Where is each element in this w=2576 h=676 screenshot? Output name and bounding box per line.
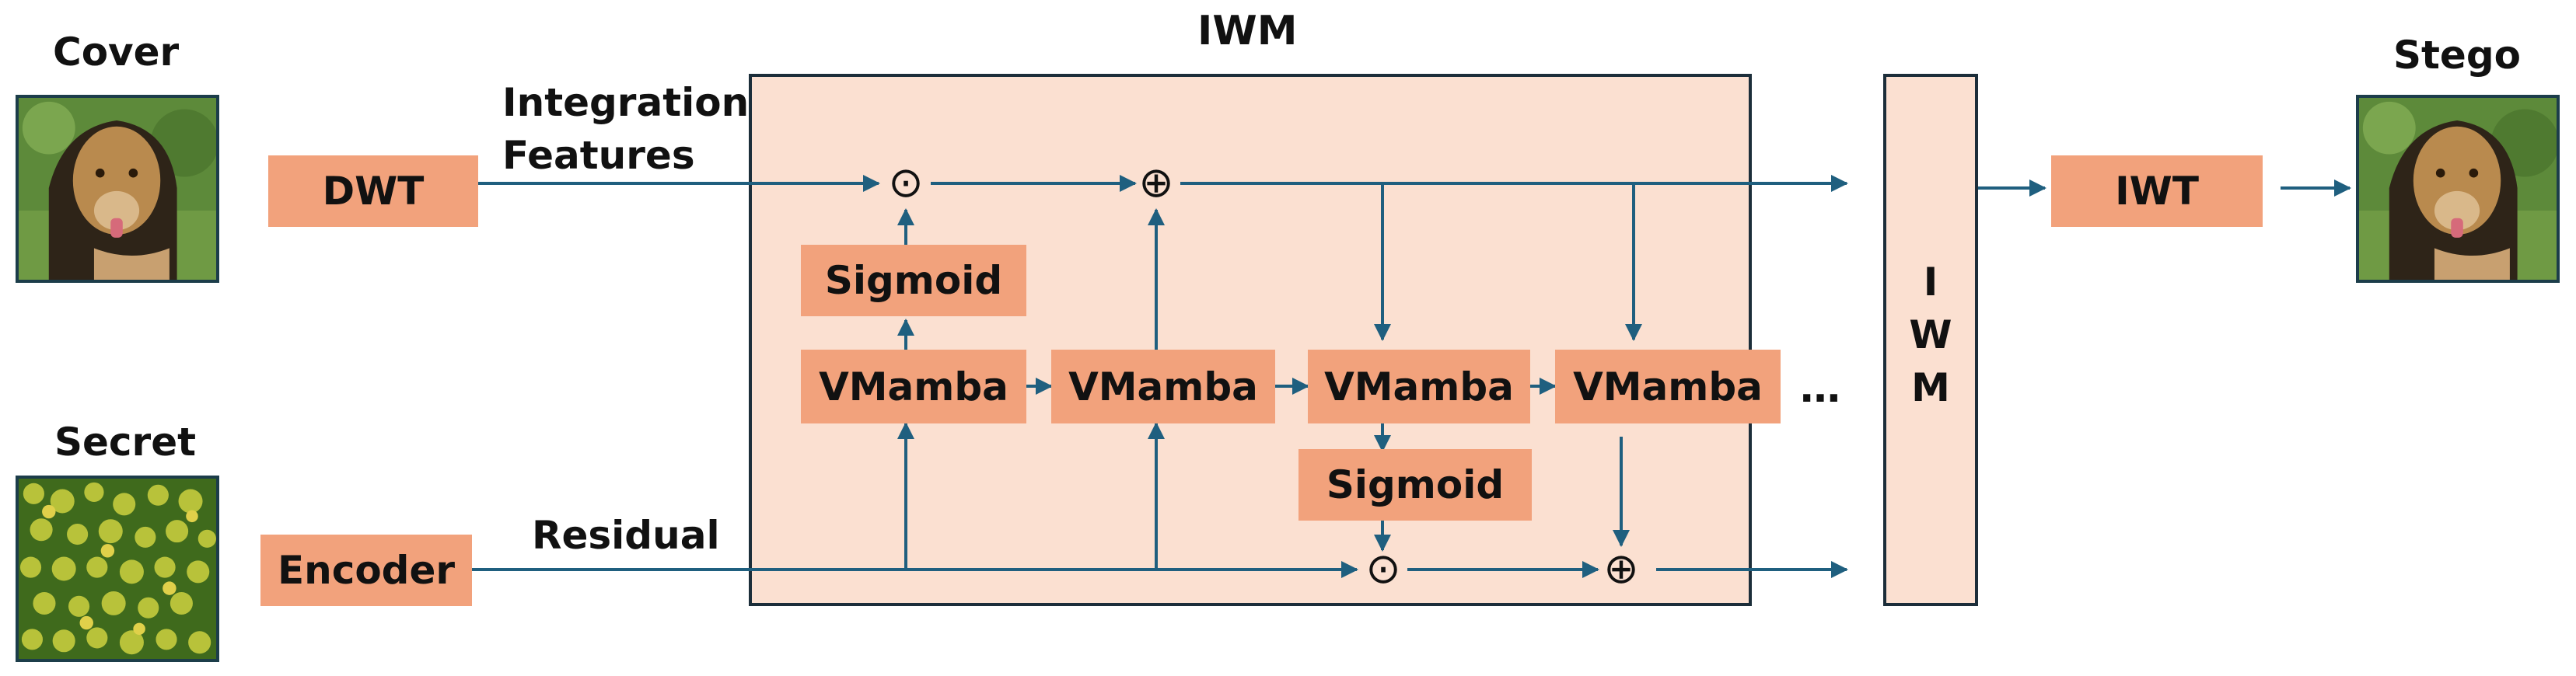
ellipsis-continuation: … xyxy=(1800,365,1840,412)
cover-image xyxy=(16,95,219,283)
iwm-side-block: I W M xyxy=(1883,74,1978,606)
add-operator-top: ⊕ xyxy=(1138,158,1174,207)
integration-label-line2: Features xyxy=(502,133,695,178)
iwm-letter-i: I xyxy=(1923,260,1938,305)
secret-label: Secret xyxy=(54,420,197,465)
sigmoid-top-box: Sigmoid xyxy=(801,245,1026,316)
stego-label: Stego xyxy=(2393,33,2521,78)
residual-label: Residual xyxy=(532,513,720,558)
integration-label-line1: Integration xyxy=(502,80,750,125)
sigmoid-bottom-box: Sigmoid xyxy=(1298,449,1532,521)
secret-image xyxy=(16,476,219,662)
stego-image xyxy=(2356,95,2560,283)
cover-label: Cover xyxy=(53,30,180,75)
iwt-box: IWT xyxy=(2051,155,2263,227)
dwt-box: DWT xyxy=(268,155,478,227)
vmamba-box-1: VMamba xyxy=(801,350,1026,423)
multiply-operator-bottom: ⊙ xyxy=(1365,544,1401,593)
iwm-letter-m: M xyxy=(1911,365,1950,410)
iwm-panel xyxy=(749,74,1752,606)
vmamba-box-3: VMamba xyxy=(1308,350,1530,423)
multiply-operator-top: ⊙ xyxy=(888,158,924,207)
encoder-box: Encoder xyxy=(260,535,472,606)
add-operator-bottom: ⊕ xyxy=(1603,544,1639,593)
integration-features-label: Integration Features xyxy=(502,76,749,182)
iwm-letter-w: W xyxy=(1909,312,1952,357)
vmamba-box-4: VMamba xyxy=(1555,350,1781,423)
vmamba-box-2: VMamba xyxy=(1051,350,1275,423)
iwm-title: IWM xyxy=(1197,8,1298,54)
